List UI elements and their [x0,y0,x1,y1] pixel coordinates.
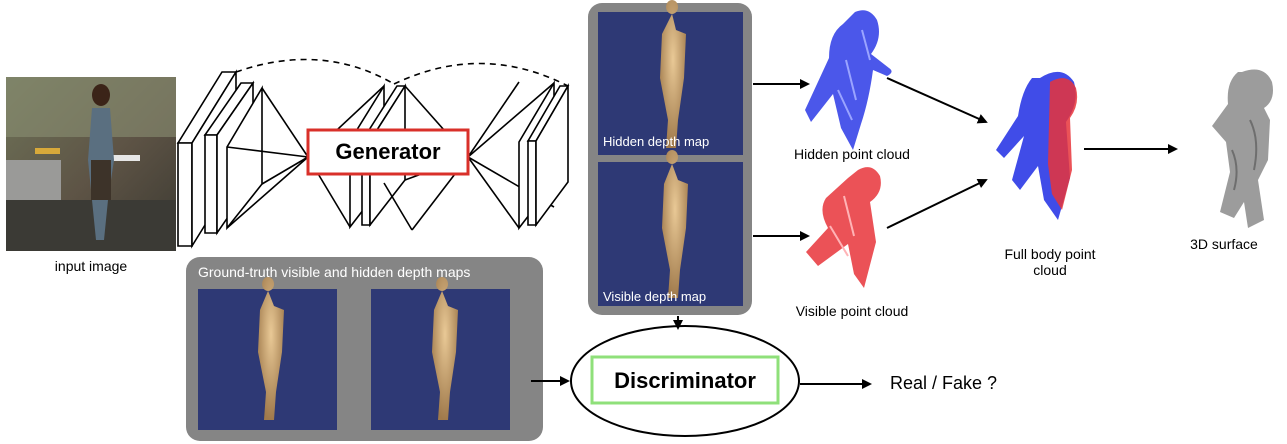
visible-depth-map-label: Visible depth map [603,289,706,304]
encoder-layers [178,72,308,246]
visible-point-cloud-label: Visible point cloud [772,303,932,319]
decoder-layers [468,82,568,228]
full-body-point-cloud-label: Full body point cloud [1000,246,1100,278]
real-fake-label: Real / Fake ? [890,373,997,394]
3d-surface-label: 3D surface [1164,236,1284,252]
discriminator-label: Discriminator [595,368,775,394]
generator-label: Generator [311,139,465,165]
ground-truth-label: Ground-truth visible and hidden depth ma… [198,264,470,280]
hidden-point-cloud [805,10,892,150]
hidden-depth-map-label: Hidden depth map [603,134,709,149]
visible-point-cloud [806,167,881,288]
input-image-label: input image [26,258,156,274]
hidden-point-cloud-label: Hidden point cloud [772,146,932,162]
3d-surface [1212,70,1273,228]
input-image [6,77,176,251]
full-body-point-cloud [996,72,1077,220]
